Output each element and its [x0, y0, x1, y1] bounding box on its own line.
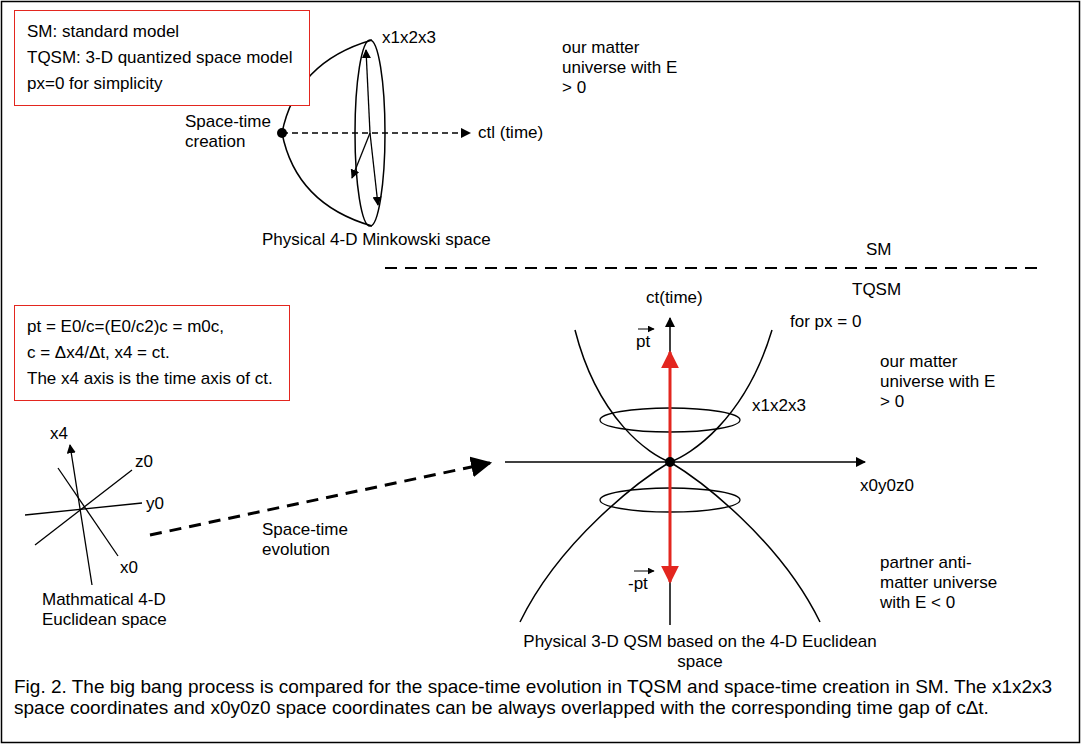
note-text: The x4 axis is the time axis of ct.: [27, 366, 277, 392]
time-axis: [282, 132, 470, 134]
figure-label: Physical 4-D Minkowski space: [262, 230, 491, 250]
space-ellipse: [355, 40, 385, 226]
axis: [35, 470, 132, 545]
axis: [58, 468, 118, 556]
figure-label: ct(time): [646, 288, 703, 308]
figure-caption: Fig. 2. The big bang process is compared…: [14, 676, 1064, 718]
figure-label: -pt: [628, 574, 648, 594]
upper-cone: [575, 330, 772, 462]
note-box: SM: standard modelTQSM: 3-D quantized sp…: [14, 10, 310, 106]
separator: [385, 267, 1045, 269]
origin-dot: [277, 128, 287, 138]
vector-mark: [634, 571, 654, 572]
figure-label: our matter universe with E > 0: [562, 38, 682, 98]
figure-label: pt: [636, 332, 650, 352]
figure-label: TQSM: [852, 280, 901, 300]
figure-label: y0: [146, 494, 164, 514]
note-text: c = Δx4/Δt, x4 = ct.: [27, 340, 277, 366]
note-text: TQSM: 3-D quantized space model: [27, 45, 297, 71]
figure-label: SM: [866, 240, 892, 260]
space-arrow: [366, 50, 370, 133]
figure-label: x0: [120, 558, 138, 578]
figure-label: our matter universe with E > 0: [880, 352, 1000, 412]
figure-label: x0y0z0: [860, 476, 914, 496]
figure-label: x4: [50, 424, 68, 444]
figure-label: x1x2x3: [382, 28, 436, 48]
figure-label: Mathmatical 4-D Euclidean space: [42, 590, 212, 630]
figure-label: ctl (time): [478, 123, 543, 143]
figure-label: for px = 0: [790, 312, 861, 332]
space-axis: [505, 461, 865, 463]
vector-mark: [638, 329, 654, 330]
space-arrow: [352, 133, 370, 178]
figure-label: x1x2x3: [752, 396, 806, 416]
figure-label: Space-time creation: [185, 112, 275, 152]
momentum-arrow: [669, 462, 672, 582]
figure-label: Physical 3-D QSM based on the 4-D Euclid…: [520, 632, 880, 672]
note-box: pt = E0/c=(E0/c2)c = m0c,c = Δx4/Δt, x4 …: [14, 305, 290, 401]
lower-cone: [520, 462, 820, 622]
origin-dot: [665, 457, 675, 467]
note-text: pt = E0/c=(E0/c2)c = m0c,: [27, 314, 277, 340]
figure-label: Space-time evolution: [262, 520, 362, 560]
time-axis: [669, 318, 671, 625]
momentum-arrow: [669, 352, 672, 462]
figure-label: z0: [135, 452, 153, 472]
figure-label: partner anti-matter universe with E < 0: [880, 553, 1015, 613]
space-arrow: [370, 133, 378, 205]
note-text: SM: standard model: [27, 19, 297, 45]
note-text: px=0 for simplicity: [27, 71, 297, 97]
